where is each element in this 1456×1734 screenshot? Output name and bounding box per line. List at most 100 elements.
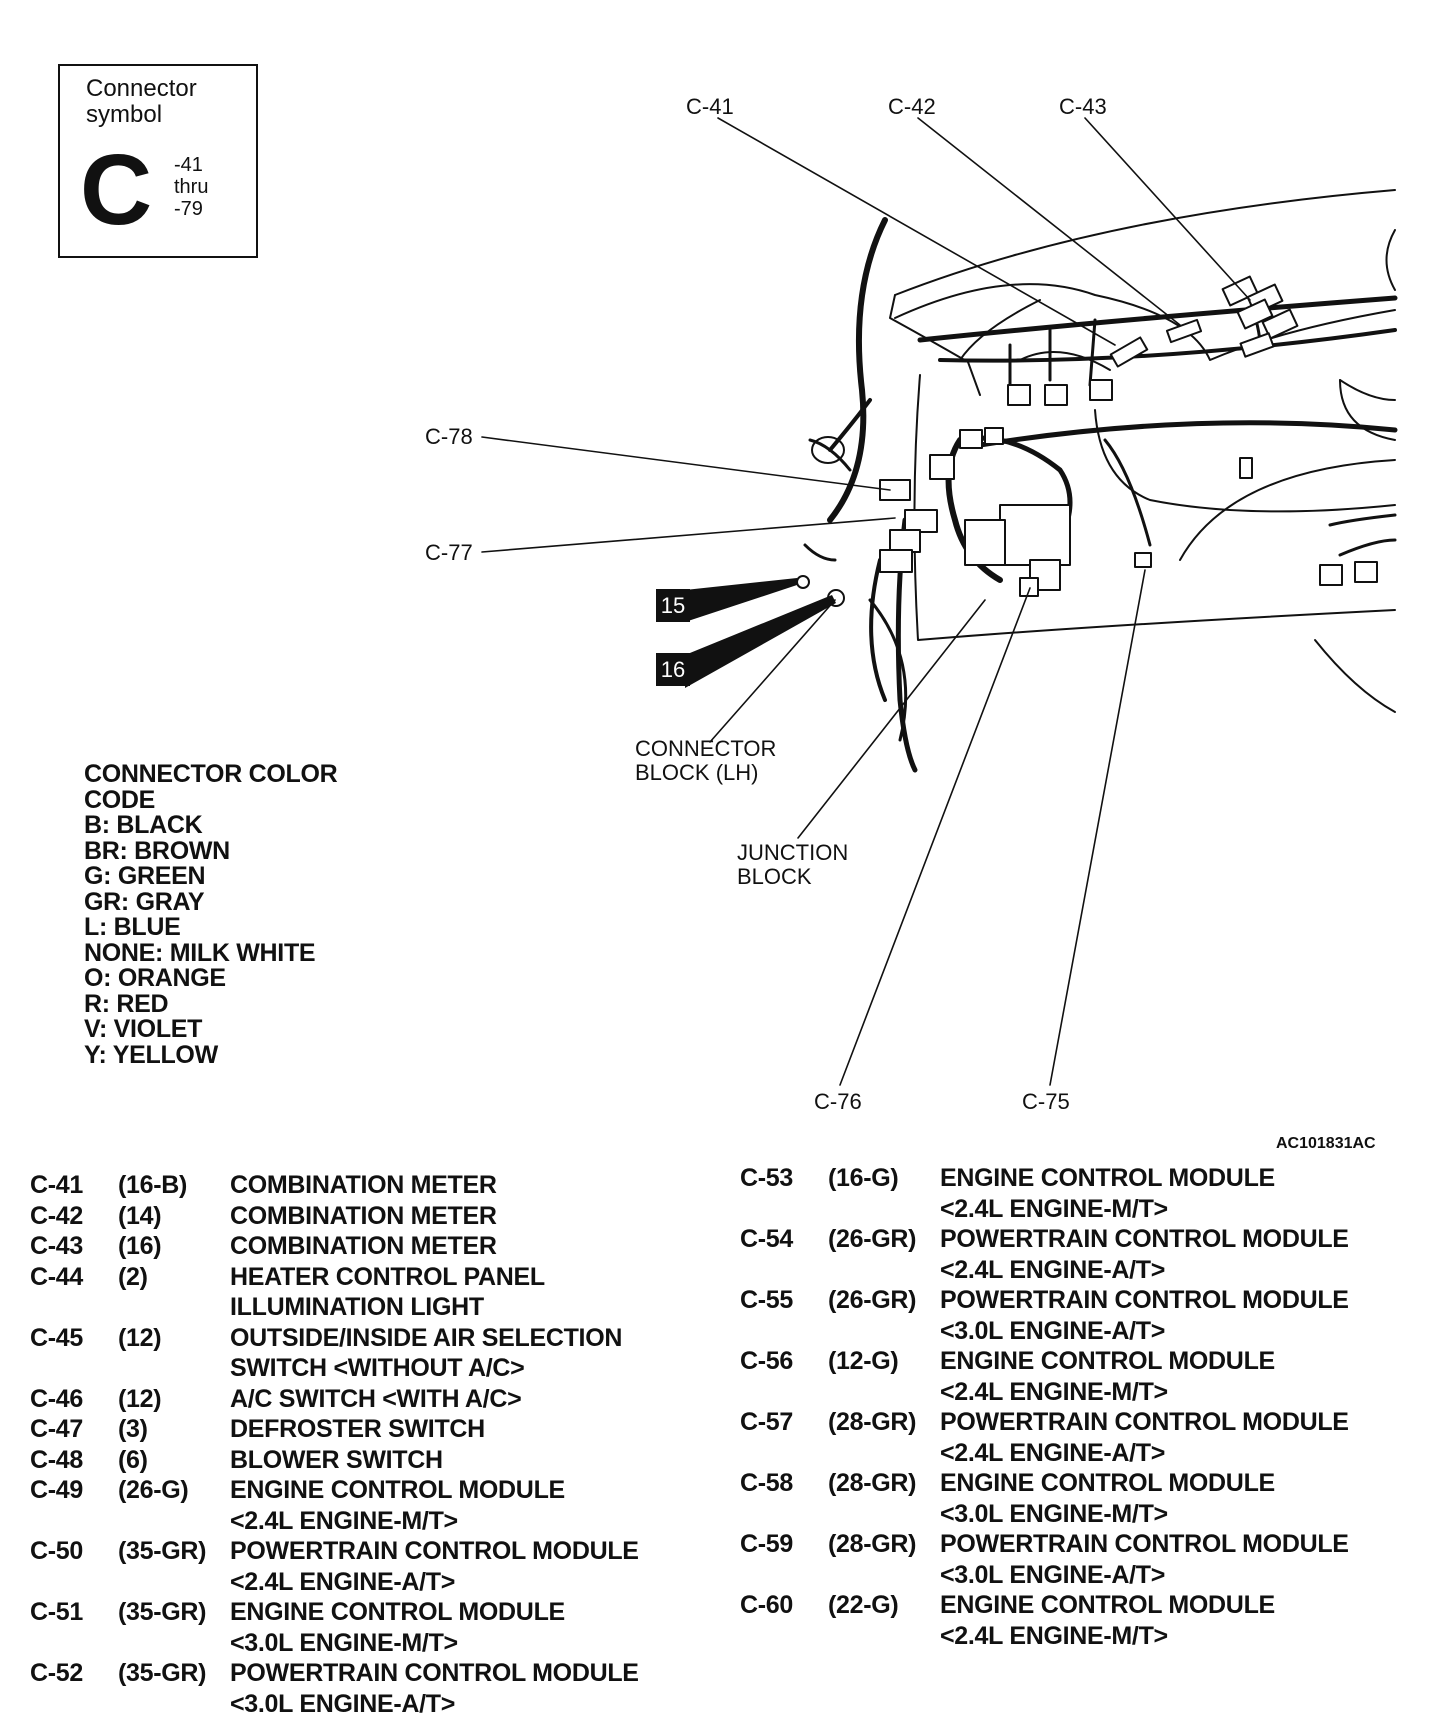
connector-code: C-48 bbox=[30, 1445, 83, 1474]
connector-pins: (35-GR) bbox=[118, 1598, 207, 1626]
connector-row: C-57 (28-GR) POWERTRAIN CONTROL MODULE<2.4… bbox=[740, 1407, 1349, 1468]
connector-description-line: ENGINE CONTROL MODULE bbox=[230, 1476, 565, 1504]
connector-description-line: <2.4L ENGINE-M/T> bbox=[230, 1506, 458, 1535]
connector-description-line: OUTSIDE/INSIDE AIR SELECTION bbox=[230, 1323, 623, 1352]
connector-row: C-43 (16) COMBINATION METER bbox=[30, 1231, 639, 1262]
connector-code: C-57 bbox=[740, 1408, 793, 1436]
connector-description-line: <3.0L ENGINE-A/T> bbox=[230, 1689, 456, 1718]
connector-description-line: ENGINE CONTROL MODULE bbox=[940, 1591, 1275, 1619]
connector-row: C-53 (16-G) ENGINE CONTROL MODULE<2.4L ENG… bbox=[740, 1163, 1349, 1224]
connector-pins: (3) bbox=[118, 1415, 148, 1443]
connector-row: C-41 (16-B) COMBINATION METER bbox=[30, 1170, 639, 1201]
color-legend-title: CODE bbox=[84, 785, 156, 814]
connector-row: C-58(28-GR)ENGINE CONTROL MODULE<3.0L EN… bbox=[740, 1468, 1349, 1529]
connector-code: C-41 bbox=[30, 1171, 83, 1199]
connector-code: C-43 bbox=[30, 1232, 83, 1260]
connector-description-line: ENGINE CONTROL MODULE bbox=[940, 1347, 1275, 1375]
connector-description-line: <3.0L ENGINE-A/T> bbox=[940, 1316, 1166, 1345]
connector-code: C-50 bbox=[30, 1537, 83, 1565]
connector-pins: (12) bbox=[118, 1384, 162, 1413]
connector-row: C-59(28-GR)POWERTRAIN CONTROL MODULE<3.0… bbox=[740, 1529, 1349, 1590]
connector-range-thru: thru bbox=[174, 176, 209, 198]
connector-code: C-51 bbox=[30, 1598, 83, 1626]
connector-description-line: <2.4L ENGINE-M/T> bbox=[940, 1621, 1168, 1650]
color-legend-entry: L: BLUE bbox=[84, 913, 181, 941]
figure-id: AC101831AC bbox=[1276, 1135, 1376, 1152]
color-legend-entry: GR: GRAY bbox=[84, 887, 205, 916]
label-connector-block-lh: CONNECTOR BLOCK (LH) bbox=[635, 737, 776, 785]
connector-description: COMBINATION METER bbox=[230, 1231, 639, 1262]
label-c41: C-41 bbox=[686, 94, 734, 119]
connector-description: COMBINATION METER bbox=[230, 1170, 639, 1201]
label-c78: C-78 bbox=[425, 424, 473, 449]
ground-badges bbox=[656, 589, 690, 686]
connector-pins: (22-G) bbox=[828, 1591, 899, 1619]
connector-pins: (16) bbox=[118, 1232, 162, 1260]
junction-block-label-line: BLOCK bbox=[737, 864, 812, 889]
color-legend-title: CONNECTOR COLOR bbox=[84, 760, 338, 788]
color-legend-entry: B: BLACK bbox=[84, 811, 203, 839]
connector-row: C-60(22-G)ENGINE CONTROL MODULE<2.4L ENG… bbox=[740, 1590, 1349, 1651]
connector-description-line: <3.0L ENGINE-M/T> bbox=[230, 1628, 458, 1657]
connector-symbol-title: Connector symbol bbox=[86, 76, 197, 128]
connector-symbol-box: Connector symbol C -41 thru -79 bbox=[58, 64, 258, 258]
connector-pins: (26-GR) bbox=[828, 1286, 917, 1314]
connector-pins: (35-GR) bbox=[118, 1659, 207, 1687]
connector-code: C-42 bbox=[30, 1201, 83, 1230]
color-legend-entry: V: VIOLET bbox=[84, 1015, 203, 1043]
connector-symbol-letter: C bbox=[80, 134, 153, 246]
connector-description-line: ENGINE CONTROL MODULE bbox=[940, 1469, 1275, 1497]
color-legend-entry: NONE: MILK WHITE bbox=[84, 938, 316, 967]
connector-code: C-52 bbox=[30, 1659, 83, 1687]
connector-pins: (2) bbox=[118, 1262, 148, 1291]
connector-description: ENGINE CONTROL MODULE<2.4L ENGINE-M/T> bbox=[940, 1346, 1349, 1407]
connector-description: ENGINE CONTROL MODULE<2.4L ENGINE-M/T> bbox=[940, 1163, 1349, 1224]
connector-description-line: <3.0L ENGINE-M/T> bbox=[940, 1499, 1168, 1528]
connector-description-line: <2.4L ENGINE-M/T> bbox=[940, 1377, 1168, 1406]
connector-symbol-title-line: Connector bbox=[86, 75, 197, 102]
connector-pins: (16-G) bbox=[828, 1164, 899, 1192]
connector-description-line: COMBINATION METER bbox=[230, 1201, 497, 1230]
connector-code: C-49 bbox=[30, 1476, 83, 1504]
connector-code: C-55 bbox=[740, 1286, 793, 1314]
connector-pins: (28-GR) bbox=[828, 1408, 917, 1436]
color-legend-entry: R: RED bbox=[84, 989, 169, 1018]
connector-description: ENGINE CONTROL MODULE<3.0L ENGINE-M/T> bbox=[940, 1468, 1349, 1529]
dashboard-outline bbox=[889, 189, 1396, 713]
leader-lines bbox=[481, 117, 1251, 1086]
connector-row: C-49(26-G)ENGINE CONTROL MODULE<2.4L ENG… bbox=[30, 1475, 639, 1536]
connector-description-line: BLOWER SWITCH bbox=[230, 1445, 443, 1474]
label-c43: C-43 bbox=[1059, 94, 1107, 119]
connector-symbol-title-line: symbol bbox=[86, 101, 163, 128]
connector-description-line: POWERTRAIN CONTROL MODULE bbox=[230, 1537, 639, 1565]
connector-description: POWERTRAIN CONTROL MODULE<2.4L ENGINE-A/… bbox=[230, 1536, 639, 1597]
grommet-shapes bbox=[796, 436, 845, 607]
connector-description: COMBINATION METER bbox=[230, 1201, 639, 1232]
connector-pins: (16-B) bbox=[118, 1171, 188, 1199]
connector-range-start: -41 bbox=[174, 154, 203, 176]
label-c75: C-75 bbox=[1022, 1089, 1070, 1114]
connector-description-line: ENGINE CONTROL MODULE bbox=[940, 1164, 1275, 1192]
connector-code: C-44 bbox=[30, 1262, 83, 1291]
connector-code: C-58 bbox=[740, 1469, 793, 1497]
connector-description-line: <2.4L ENGINE-A/T> bbox=[940, 1255, 1166, 1284]
connector-description: BLOWER SWITCH bbox=[230, 1445, 639, 1476]
connector-row: C-52 (35-GR) POWERTRAIN CONTROL MODULE<3.0… bbox=[30, 1658, 639, 1719]
connector-code: C-53 bbox=[740, 1164, 793, 1192]
connector-description: POWERTRAIN CONTROL MODULE<2.4L ENGINE-A/… bbox=[940, 1407, 1349, 1468]
connector-description-line: POWERTRAIN CONTROL MODULE bbox=[940, 1286, 1349, 1314]
connector-description-line: <2.4L ENGINE-A/T> bbox=[940, 1438, 1166, 1467]
connector-description-line: POWERTRAIN CONTROL MODULE bbox=[230, 1659, 639, 1687]
connector-code: C-45 bbox=[30, 1323, 83, 1352]
connector-range-end: -79 bbox=[174, 198, 203, 220]
connector-code: C-54 bbox=[740, 1225, 793, 1253]
connector-description: A/C SWITCH <WITH A/C> bbox=[230, 1384, 639, 1415]
connector-description-line: POWERTRAIN CONTROL MODULE bbox=[940, 1408, 1349, 1436]
connector-description-line: ILLUMINATION LIGHT bbox=[230, 1293, 484, 1321]
connector-row: C-50(35-GR)POWERTRAIN CONTROL MODULE<2.4… bbox=[30, 1536, 639, 1597]
connector-pins: (26-GR) bbox=[828, 1225, 917, 1253]
connector-symbol-range: -41 thru -79 bbox=[174, 154, 208, 220]
